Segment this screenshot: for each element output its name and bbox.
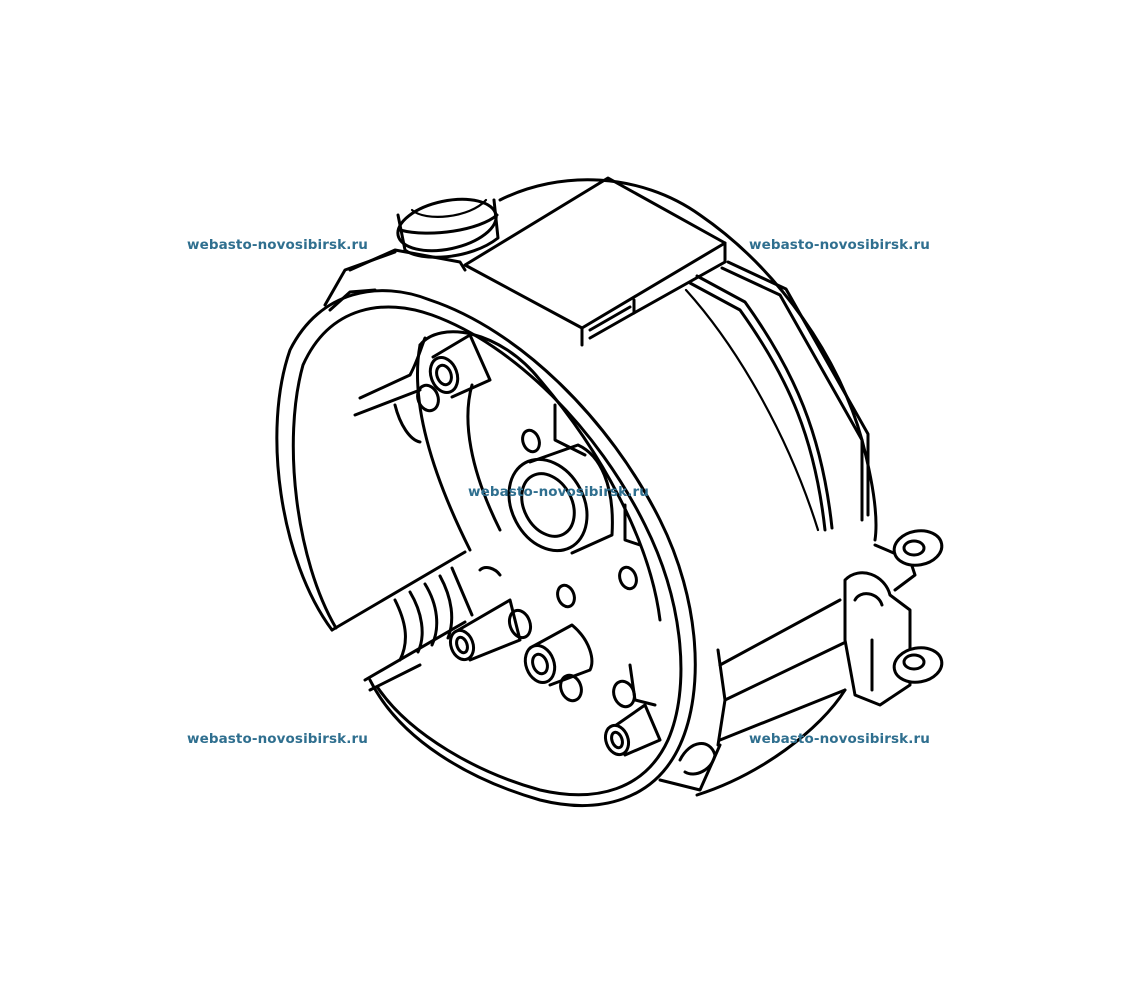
watermark-center: webasto-novosibirsk.ru [468,484,649,500]
watermark-bottom-right: webasto-novosibirsk.ru [749,731,930,747]
bottom-foot [658,742,722,792]
filler-cap [323,197,500,312]
front-flange [275,289,697,807]
side-ribs [684,260,870,532]
mounting-bracket [716,543,917,747]
outer-shell [498,178,878,797]
mounting-lug-upper [892,529,944,567]
mounting-lug-lower [892,646,944,684]
tube-bottom [603,703,662,757]
top-block [463,176,727,347]
tube-upper [428,333,492,399]
tube-center [523,623,594,687]
bellows-tube [368,566,502,692]
tube-lower-left [448,598,522,662]
watermark-top-right: webasto-novosibirsk.ru [749,237,930,253]
mounting-holes [416,383,638,709]
watermark-bottom-left: webasto-novosibirsk.ru [187,731,368,747]
central-boss [507,443,614,555]
watermark-top-left: webasto-novosibirsk.ru [187,237,368,253]
left-brackets [353,336,427,444]
